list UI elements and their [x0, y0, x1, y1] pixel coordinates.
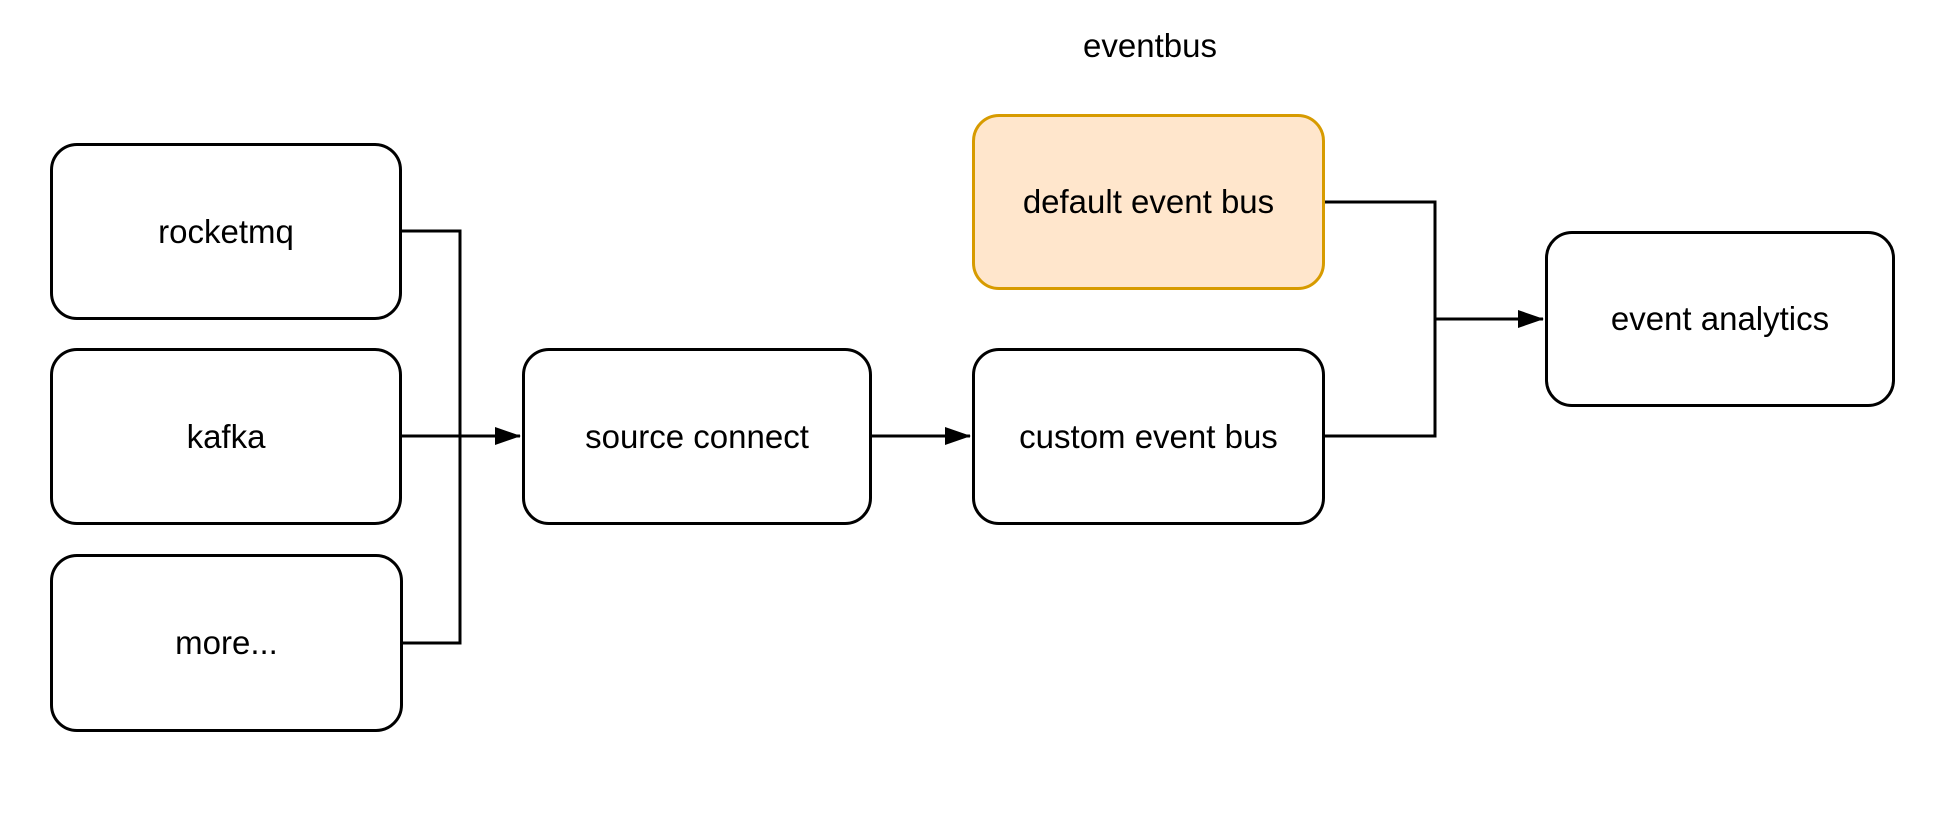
node-event-analytics-label: event analytics	[1610, 300, 1830, 337]
node-more-label: more...	[175, 624, 278, 661]
eventbus-group-label: eventbus	[1083, 27, 1217, 64]
node-custom-event-bus: custom event bus	[972, 348, 1325, 525]
node-rocketmq-label: rocketmq	[158, 212, 294, 250]
node-event-analytics: event analytics	[1545, 231, 1895, 407]
node-default-event-bus-label: default event bus	[1022, 183, 1275, 220]
node-kafka-label: kafka	[186, 417, 266, 455]
node-custom-event-bus-label: custom event bus	[1019, 417, 1278, 455]
node-default-event-bus: default event bus	[972, 114, 1325, 290]
node-source-connect: source connect	[522, 348, 872, 525]
node-more: more...	[50, 554, 403, 732]
node-kafka: kafka	[50, 348, 402, 525]
edge-event-bus-merge-line	[1325, 200, 1437, 438]
node-source-connect-label: source connect	[585, 417, 809, 455]
node-rocketmq: rocketmq	[50, 143, 402, 320]
